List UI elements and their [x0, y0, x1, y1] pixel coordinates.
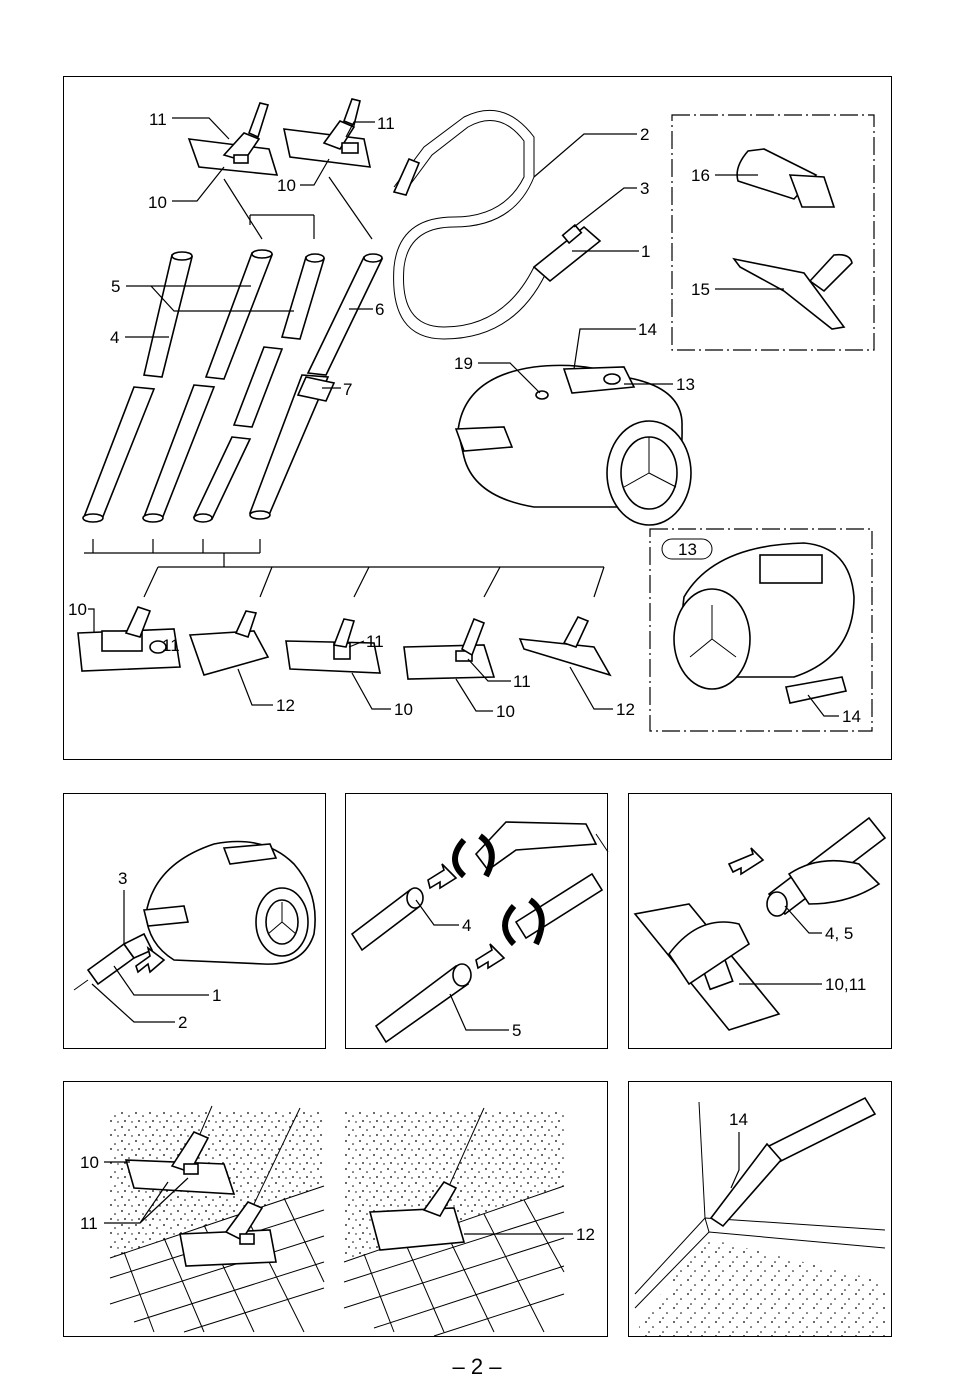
label-14: 14 — [729, 1110, 748, 1129]
upholstery-brush — [736, 148, 836, 208]
arrow-left — [727, 847, 765, 876]
label-11-bottom-left: 11 — [162, 636, 180, 655]
label-6: 6 — [375, 300, 384, 319]
extension-tube-5-upper-a — [204, 249, 274, 380]
label-13: 13 — [676, 375, 695, 394]
label-12: 12 — [576, 1225, 595, 1244]
suction-hose — [392, 109, 602, 340]
rotate-arrow-bottom-right — [528, 897, 545, 946]
extension-tube-5-lower-a — [142, 384, 216, 523]
rotate-arrow-top-left — [452, 837, 467, 879]
extension-tube-upper — [514, 872, 604, 940]
extension-tube-5-upper-b — [280, 253, 326, 340]
label-10-bottom-left: 10 — [68, 600, 87, 619]
label-10-top-left: 10 — [148, 193, 167, 212]
floor-nozzle-in-hand — [633, 903, 781, 1031]
combination-nozzle-top-right — [282, 98, 372, 168]
label-12-bottom-b: 12 — [616, 700, 635, 719]
floor-use-panel: 10 11 12 — [63, 1081, 608, 1337]
crevice-use-illustration: 14 — [634, 1096, 886, 1338]
floor-use-illustration: 10 11 12 — [80, 1105, 595, 1337]
extension-tube-5-lower-b — [192, 346, 284, 523]
label-10: 10 — [80, 1153, 99, 1172]
label-10-top-right: 10 — [277, 176, 296, 195]
page-number: – 2 – — [452, 1354, 502, 1379]
carpet-floor — [639, 1238, 885, 1338]
label-10-bottom-b: 10 — [394, 700, 413, 719]
label-11: 11 — [80, 1214, 98, 1233]
label-16: 16 — [691, 166, 710, 185]
turbo-nozzle-on-floor — [368, 1107, 485, 1251]
label-4: 4 — [110, 328, 119, 347]
inset-13-badge — [661, 538, 713, 560]
skirting-board — [634, 1101, 886, 1309]
crevice-use-panel: 14 — [628, 1081, 892, 1338]
label-11-bottom-b: 11 — [366, 632, 384, 651]
label-5: 5 — [512, 1021, 521, 1040]
extension-tube-4 — [350, 887, 424, 952]
upholstery-nozzle — [732, 253, 853, 330]
nozzle-on-tiles — [179, 1107, 301, 1267]
tube-in-hand — [766, 816, 887, 917]
rotate-arrow-bottom-left — [502, 903, 517, 947]
label-12-bottom-a: 12 — [276, 696, 295, 715]
combination-nozzle-carpet — [403, 617, 496, 680]
label-5: 5 — [111, 277, 120, 296]
vacuum-rear-view — [673, 542, 855, 704]
label-2: 2 — [178, 1013, 187, 1032]
label-4: 4 — [462, 916, 471, 935]
label-14: 14 — [638, 320, 657, 339]
label-7: 7 — [343, 380, 352, 399]
label-10-bottom-c: 10 — [496, 702, 515, 721]
attach-nozzle-illustration: 4, 5 10,11 — [633, 816, 887, 1031]
vacuum-cleaner-body — [454, 364, 692, 526]
extension-tube-4-lower — [82, 386, 156, 523]
inset-13-frame — [649, 528, 873, 732]
label-11-top-right: 11 — [377, 114, 395, 133]
label-15: 15 — [691, 280, 710, 299]
vacuum-cleaner-front — [142, 840, 316, 965]
crevice-tool-on-tube — [709, 1096, 877, 1228]
accessories-inset-frame — [671, 114, 875, 351]
twist-tubes-panel: 4 5 — [345, 793, 609, 1049]
label-10-11: 10,11 — [825, 975, 866, 994]
label-1: 1 — [212, 986, 221, 1005]
label-4-5: 4, 5 — [825, 924, 853, 943]
inset-13-number: 13 — [678, 540, 697, 559]
rotate-arrow-top-right — [478, 833, 495, 878]
twist-tubes-illustration: 4 5 — [350, 821, 609, 1044]
label-11-top-left: 11 — [149, 110, 167, 129]
telescopic-tube — [248, 253, 384, 520]
combination-nozzle-hard-floor — [285, 618, 381, 674]
label-19: 19 — [454, 354, 473, 373]
parts-overview-panel: 11 11 10 10 — [63, 76, 892, 760]
label-3: 3 — [118, 869, 127, 888]
arrow-to-tube-5 — [475, 943, 506, 970]
extension-tube-4-upper — [143, 251, 194, 378]
label-14-inset: 14 — [842, 707, 861, 726]
extension-tube-5 — [374, 963, 472, 1044]
label-11-bottom-c: 11 — [513, 672, 531, 691]
combination-nozzle-brush-down — [77, 606, 181, 672]
parts-overview-illustration: 11 11 10 10 — [68, 98, 875, 732]
turbo-nozzle-a — [188, 610, 270, 676]
turbo-nozzle-b — [518, 615, 612, 677]
nozzle-on-carpet — [124, 1105, 236, 1195]
connect-hose-panel: 3 1 2 — [63, 793, 326, 1049]
hose-handle — [474, 821, 609, 872]
insert-arrow — [135, 946, 166, 974]
label-3: 3 — [640, 179, 649, 198]
attach-nozzle-panel: 4, 5 10,11 — [628, 793, 892, 1049]
label-1: 1 — [641, 242, 650, 261]
connect-hose-illustration: 3 1 2 — [73, 840, 316, 1032]
label-2: 2 — [640, 125, 649, 144]
arrow-to-tube-4 — [427, 863, 458, 890]
combination-nozzle-top-left — [187, 102, 279, 176]
